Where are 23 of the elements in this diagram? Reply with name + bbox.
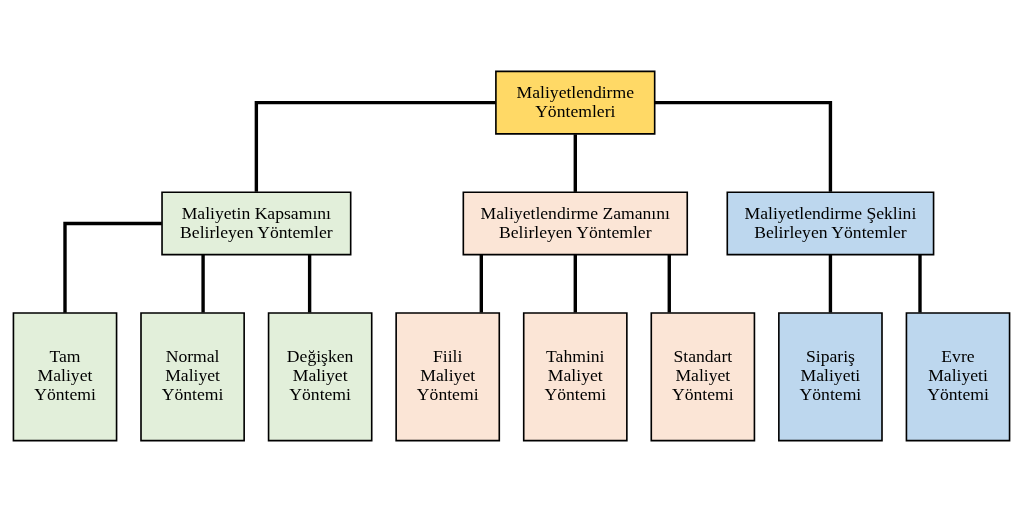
node-box: Değişken Maliyet Yöntemi	[267, 312, 373, 442]
node-box: Tam Maliyet Yöntemi	[12, 312, 118, 442]
connector	[254, 100, 496, 192]
connector	[573, 134, 577, 192]
node-box: Standart Maliyet Yöntemi	[650, 312, 756, 442]
node-box: Normal Maliyet Yöntemi	[140, 312, 245, 442]
node-box: Maliyetin Kapsamını Belirleyen Yöntemler	[161, 191, 352, 256]
node-box: Sipariş Maliyeti Yöntemi	[778, 312, 883, 442]
node-box: Evre Maliyeti Yöntemi	[905, 312, 1011, 442]
node-box: Maliyetlendirme Şeklini Belirleyen Yöntemler	[726, 191, 935, 256]
node-box: Maliyetlendirme Yöntemleri	[495, 70, 656, 135]
connector	[307, 254, 312, 313]
connector	[63, 221, 162, 313]
connector	[201, 254, 205, 313]
connector	[918, 254, 922, 313]
connector	[573, 254, 577, 313]
connector	[479, 254, 483, 313]
node-box: Tahmini Maliyet Yöntemi	[522, 312, 628, 442]
connector	[667, 254, 671, 313]
connector	[654, 100, 833, 192]
node-box: Maliyetlendirme Zamanını Belirleyen Yöntemler	[462, 191, 689, 256]
node-box: Fiili Maliyet Yöntemi	[395, 312, 501, 442]
connector	[828, 254, 833, 313]
